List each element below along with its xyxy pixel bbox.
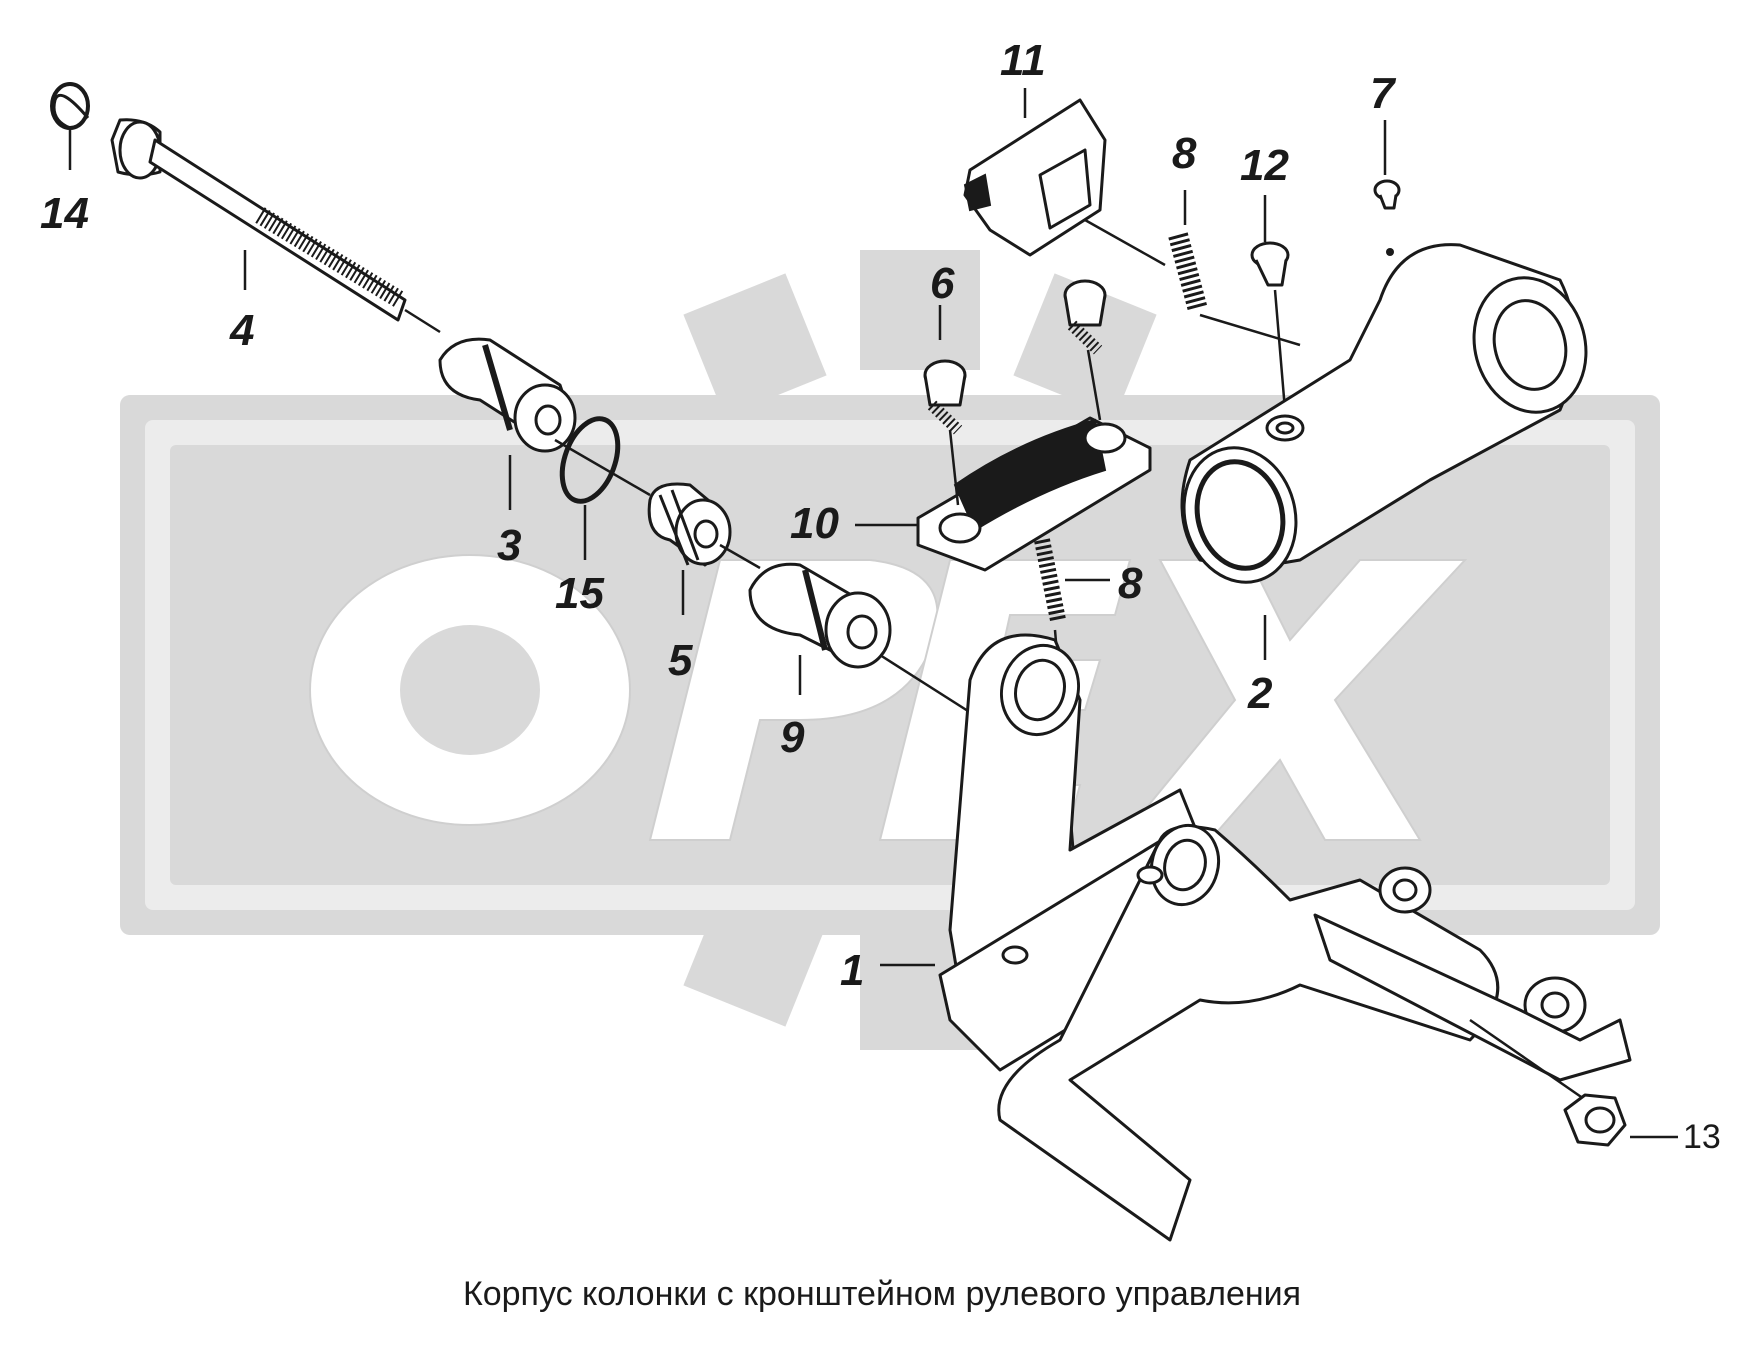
- callout-12: 12: [1240, 141, 1289, 190]
- part-7-screw: [1373, 179, 1401, 210]
- callout-10: 10: [790, 499, 839, 548]
- callout-1: 1: [840, 946, 864, 995]
- callout-11: 11: [1000, 36, 1046, 85]
- callout-8-upper: 8: [1172, 129, 1197, 178]
- callout-5: 5: [668, 636, 693, 685]
- part-1-bracket: [938, 633, 1632, 1242]
- part-13-retaining-ring: [50, 82, 90, 130]
- callout-13: 14: [40, 189, 89, 238]
- parts: [50, 82, 1632, 1242]
- part-14-nut: [1563, 1093, 1627, 1147]
- figure-caption: Корпус колонки с кронштейном рулевого уп…: [463, 1275, 1301, 1313]
- callout-6: 6: [930, 259, 955, 308]
- screw-upper: [1063, 279, 1107, 421]
- part-11-cap: [963, 98, 1166, 267]
- callout-4: 4: [229, 306, 254, 355]
- part-8-spring-upper: [1168, 232, 1301, 347]
- part-9-bushing: [748, 562, 892, 669]
- callout-2: 2: [1247, 669, 1273, 718]
- part-5-bushing: [647, 482, 732, 567]
- part-12-screw: [1250, 241, 1290, 411]
- part-2-housing: [1180, 243, 1588, 584]
- part-15-o-ring: [559, 416, 621, 504]
- callout-9: 9: [780, 713, 805, 762]
- part-3-sleeve: [438, 337, 577, 453]
- part-10-clamp-plate: [916, 416, 1152, 572]
- callout-3: 3: [497, 521, 521, 570]
- callout-14: 13: [1683, 1118, 1721, 1156]
- leader-lines: [68, 88, 1678, 1139]
- part-4-bolt: [110, 118, 441, 334]
- callout-15: 15: [555, 569, 604, 618]
- callout-7: 7: [1370, 69, 1397, 118]
- callout-labels: 14 4 3 15 5 9 6 10 8 11 8 12 7 2 1 13: [40, 36, 1721, 1156]
- callout-8-lower: 8: [1118, 559, 1143, 608]
- part-6-screw: [923, 359, 967, 506]
